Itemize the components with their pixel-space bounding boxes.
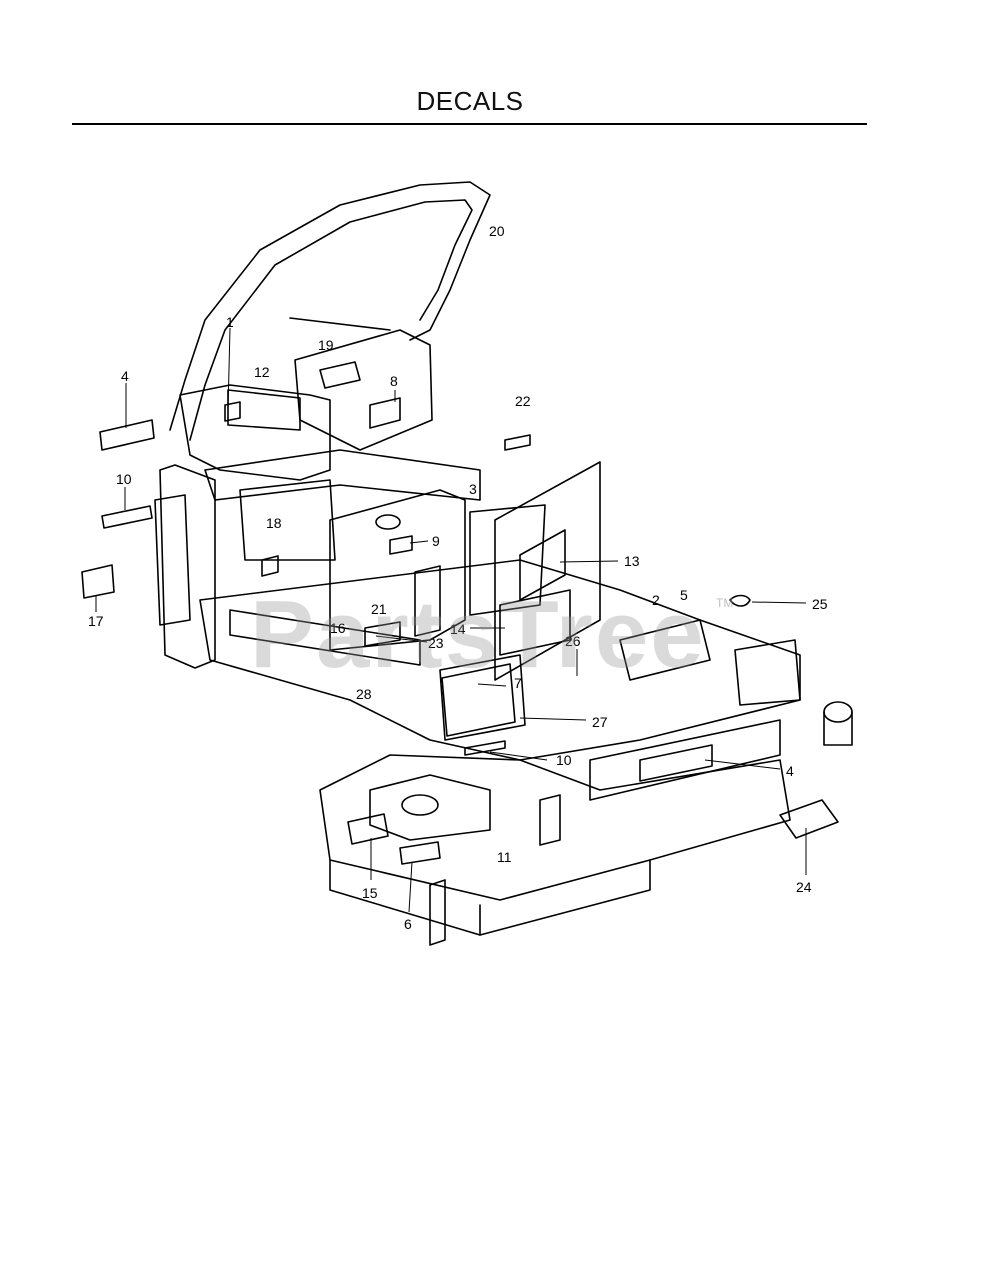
leader-lines: [95, 327, 807, 913]
decal-8: [369, 397, 401, 429]
decal-3: [414, 565, 441, 637]
leader-27: [519, 717, 587, 721]
callout-6: 6: [404, 916, 412, 932]
left-rear-panel: [154, 494, 191, 626]
callout-15: 15: [362, 885, 378, 901]
leader-9: [409, 540, 429, 544]
callout-4-right: 4: [786, 763, 794, 779]
callout-22: 22: [515, 393, 531, 409]
deck-belt-cover: [369, 774, 491, 841]
callout-14: 14: [450, 621, 466, 637]
control-panel: [227, 389, 301, 431]
callout-27: 27: [592, 714, 608, 730]
plate-window: [519, 529, 566, 601]
decal-14: [499, 589, 571, 656]
deck-bracket: [429, 879, 446, 946]
callout-9: 9: [432, 533, 440, 549]
seat-handle: [319, 361, 361, 389]
callout-1: 1: [226, 314, 234, 330]
callout-8: 8: [390, 373, 398, 389]
rops-bar-inner: [189, 199, 473, 441]
callout-25: 25: [812, 596, 828, 612]
deck-front-skirt: [329, 859, 481, 936]
deck-pulley: [401, 794, 439, 816]
callout-23: 23: [428, 635, 444, 651]
callout-18: 18: [266, 515, 282, 531]
leader-7: [477, 683, 507, 687]
left-frame-upright: [159, 464, 216, 669]
callout-28: 28: [356, 686, 372, 702]
engine-guard: [239, 479, 336, 561]
callout-17: 17: [88, 613, 104, 629]
callout-21: 21: [371, 601, 387, 617]
callout-5: 5: [680, 587, 688, 603]
right-side-rail: [589, 719, 781, 801]
callout-10-left: 10: [116, 471, 132, 487]
callout-11: 11: [497, 849, 512, 865]
leader-4-right: [704, 759, 781, 770]
callout-labels: 1 2 3 4 4 5 6 7 8 9 10 10 11 12 13 14 15…: [88, 223, 828, 932]
callout-24: 24: [796, 879, 812, 895]
decal-1: [224, 401, 241, 422]
callout-4-left: 4: [121, 368, 129, 384]
hood-panel: [469, 504, 546, 616]
callout-13: 13: [624, 553, 640, 569]
callout-16: 16: [330, 620, 346, 636]
decal-4-right: [639, 744, 713, 782]
left-fender: [179, 384, 331, 481]
main-chassis: [199, 559, 801, 761]
dash-console: [439, 654, 526, 741]
front-foot-rest: [734, 639, 801, 706]
decal-4-left: [99, 419, 155, 451]
leader-10-center: [489, 751, 548, 761]
left-side-rail: [229, 609, 421, 666]
rops-crossbar: [289, 317, 391, 331]
rear-crossmember: [204, 449, 481, 501]
title-rule: [72, 123, 867, 125]
callout-7: 7: [514, 675, 522, 691]
mower-deck: [319, 754, 791, 901]
decal-15: [347, 813, 389, 845]
callout-26: 26: [565, 633, 581, 649]
deck-post: [539, 794, 561, 846]
watermark-trademark: TM: [716, 596, 734, 610]
callout-3: 3: [469, 481, 477, 497]
right-fender: [294, 329, 433, 451]
decal-10-left: [101, 505, 153, 529]
leader-6: [408, 861, 413, 913]
rops-bar-outer: [169, 181, 491, 431]
decal-10-center: [464, 740, 506, 756]
page-title: DECALS: [416, 86, 524, 116]
callout-10-center: 10: [556, 752, 572, 768]
leader-13: [559, 560, 619, 563]
callout-19: 19: [318, 337, 334, 353]
front-caster-top: [823, 701, 853, 723]
decal-25: [729, 594, 751, 607]
callout-2: 2: [652, 592, 660, 608]
callout-12: 12: [254, 364, 270, 380]
front-fender-plate: [619, 619, 711, 681]
partstree-watermark: PartsTree: [250, 581, 706, 688]
front-caster-post: [823, 711, 853, 746]
decal-18: [261, 555, 279, 577]
callout-20: 20: [489, 223, 505, 239]
decal-17: [81, 564, 115, 599]
decal-24: [779, 799, 839, 839]
decal-6: [399, 841, 441, 865]
upright-plate: [494, 461, 601, 681]
leader-23: [375, 635, 428, 643]
fuel-cap: [375, 514, 401, 530]
decal-22: [504, 434, 531, 451]
decal-9: [389, 535, 413, 555]
decal-7: [441, 663, 516, 737]
mower-drawing: [81, 181, 853, 946]
decal-23: [364, 621, 401, 647]
leader-1: [227, 327, 231, 411]
leader-25: [751, 601, 807, 604]
deck-side-skirt: [479, 859, 651, 936]
